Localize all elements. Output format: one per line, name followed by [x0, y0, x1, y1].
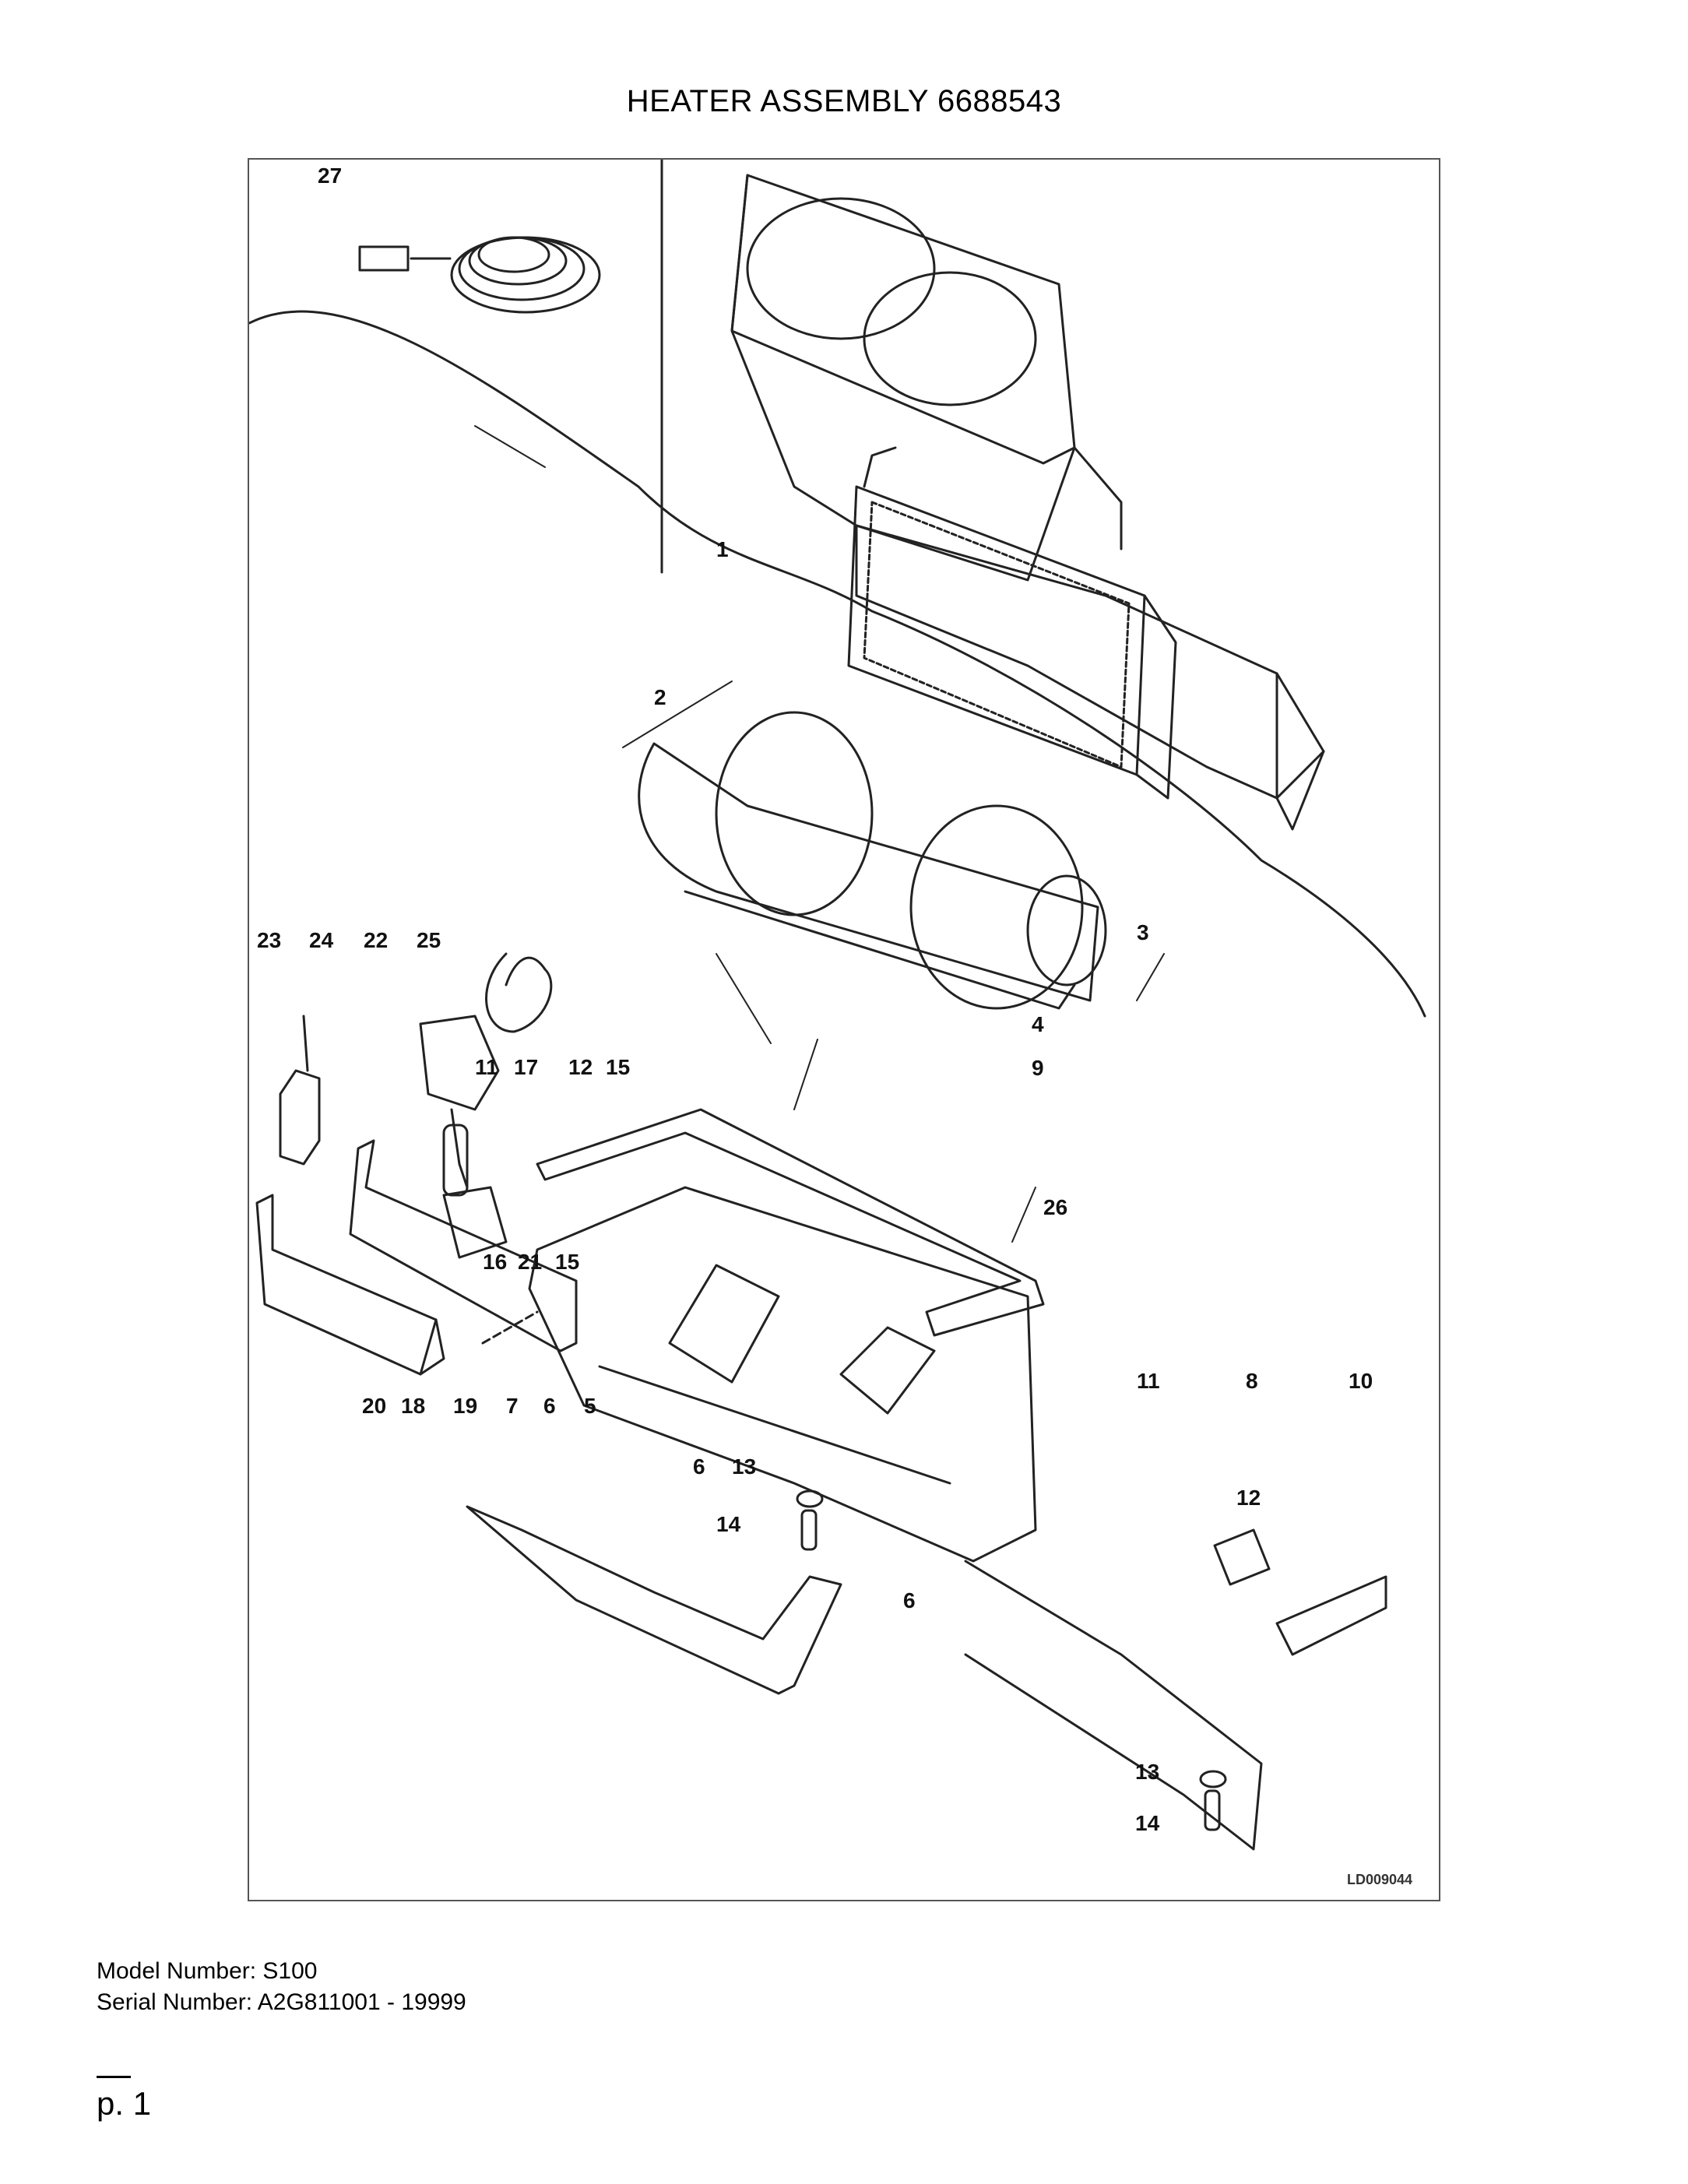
heater-core-3	[847, 446, 1177, 800]
heater-housing-1	[660, 160, 1325, 831]
callout-19: 19	[453, 1394, 477, 1418]
lower-panel-18	[466, 1505, 842, 1695]
page-rule	[97, 2076, 131, 2078]
callout-14a: 14	[716, 1512, 741, 1536]
callout-12b: 12	[1236, 1486, 1261, 1510]
page-title: HEATER ASSEMBLY 6688543	[626, 84, 1062, 118]
seal-coil-27	[358, 236, 601, 314]
callout-13a: 13	[732, 1454, 756, 1479]
callout-2: 2	[654, 685, 666, 709]
callout-14b: 14	[1135, 1811, 1160, 1835]
callout-22: 22	[364, 928, 388, 952]
hose-25	[485, 952, 553, 1033]
callout-25: 25	[417, 928, 441, 952]
callout-17: 17	[514, 1055, 538, 1079]
valve-assembly-22	[419, 1015, 500, 1197]
lower-box-26	[528, 1186, 1263, 1851]
gasket-frame-9	[536, 1108, 1045, 1337]
callout-9: 9	[1032, 1056, 1044, 1080]
callout-3: 3	[1137, 920, 1149, 944]
model-number: Model Number: S100	[97, 1958, 318, 1984]
callout-10: 10	[1349, 1369, 1373, 1393]
drain-13-14-lower	[1199, 1770, 1227, 1831]
parts-diagram: 27 1 2 3 4 9 23 24 22 25 11 17 12 15 16 …	[248, 158, 1440, 1901]
callout-20: 20	[362, 1394, 386, 1418]
page-number: p. 1	[97, 2085, 152, 2122]
callout-13b: 13	[1135, 1760, 1159, 1784]
drawing-code: LD009044	[1347, 1872, 1412, 1887]
leader-lines	[474, 425, 1165, 1243]
callout-11a: 11	[475, 1055, 498, 1079]
callout-7: 7	[506, 1394, 519, 1418]
callout-26: 26	[1043, 1195, 1067, 1219]
callout-15a: 15	[606, 1055, 630, 1079]
callout-5: 5	[584, 1394, 596, 1418]
blower-2	[638, 711, 1107, 1010]
callout-18: 18	[401, 1394, 425, 1418]
cab-outline-curve	[249, 310, 1426, 1018]
exploded-view-drawing: 27 1 2 3 4 9 23 24 22 25 11 17 12 15 16 …	[249, 160, 1426, 1887]
callout-12a: 12	[568, 1055, 593, 1079]
callout-6a: 6	[543, 1394, 556, 1418]
switch-23-24	[279, 1015, 321, 1166]
bracket-17	[442, 1186, 508, 1259]
plate-12	[1275, 1575, 1387, 1656]
callout-16: 16	[483, 1250, 507, 1274]
model-info: Model Number: S100 Serial Number: A2G811…	[97, 1956, 466, 2018]
channel-frames-5-7	[255, 1139, 578, 1376]
callout-27: 27	[318, 164, 342, 188]
drain-13-14-upper	[796, 1489, 824, 1551]
callout-8: 8	[1246, 1369, 1258, 1393]
callout-15b: 15	[555, 1250, 579, 1274]
bracket-8	[1213, 1528, 1271, 1586]
callout-21: 21	[518, 1250, 542, 1274]
serial-number: Serial Number: A2G811001 - 19999	[97, 1989, 466, 2015]
callout-23: 23	[257, 928, 281, 952]
callout-11b: 11	[1137, 1369, 1160, 1393]
callout-1: 1	[716, 537, 729, 561]
callout-6c: 6	[903, 1588, 916, 1613]
callout-24: 24	[309, 928, 334, 952]
callout-4: 4	[1032, 1012, 1044, 1036]
callout-6b: 6	[693, 1454, 705, 1479]
